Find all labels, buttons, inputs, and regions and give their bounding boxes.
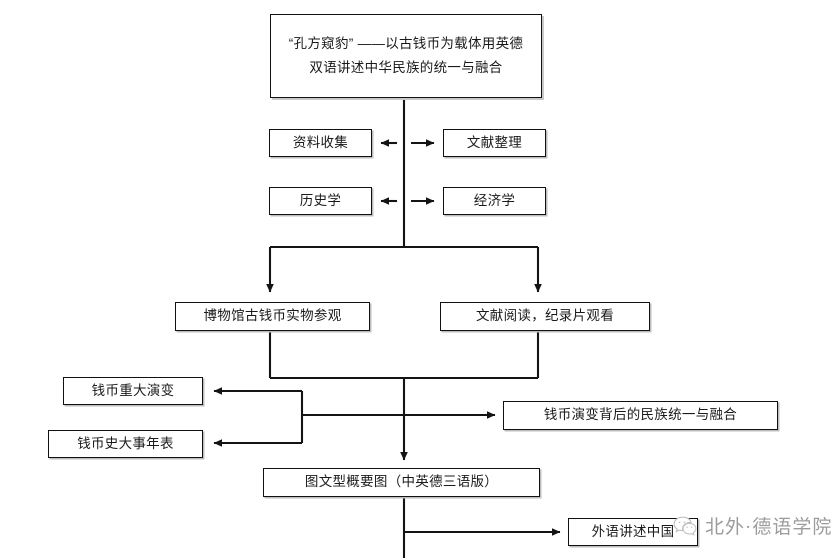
- node-unity[interactable]: 钱币演变背后的民族统一与融合: [503, 401, 778, 430]
- wechat-bubble-icon: [673, 516, 697, 536]
- node-title[interactable]: “孔方窥豹” ——以古钱币为载体用英德 双语讲述中华民族的统一与融合: [270, 14, 542, 98]
- node-reading[interactable]: 文献阅读，纪录片观看: [440, 302, 650, 331]
- node-chronicle[interactable]: 钱币史大事年表: [48, 430, 203, 458]
- watermark-text: 北外·德语学院: [705, 517, 833, 538]
- node-history[interactable]: 历史学: [269, 187, 372, 215]
- node-literature[interactable]: 文献整理: [443, 129, 546, 157]
- node-museum[interactable]: 博物馆古钱币实物参观: [175, 302, 370, 331]
- node-collect[interactable]: 资料收集: [269, 129, 372, 157]
- node-economics[interactable]: 经济学: [443, 187, 546, 215]
- node-summary[interactable]: 图文型概要图（中英德三语版）: [263, 468, 540, 497]
- watermark: 北外·德语学院: [672, 512, 832, 539]
- node-evolution[interactable]: 钱币重大演变: [63, 377, 203, 405]
